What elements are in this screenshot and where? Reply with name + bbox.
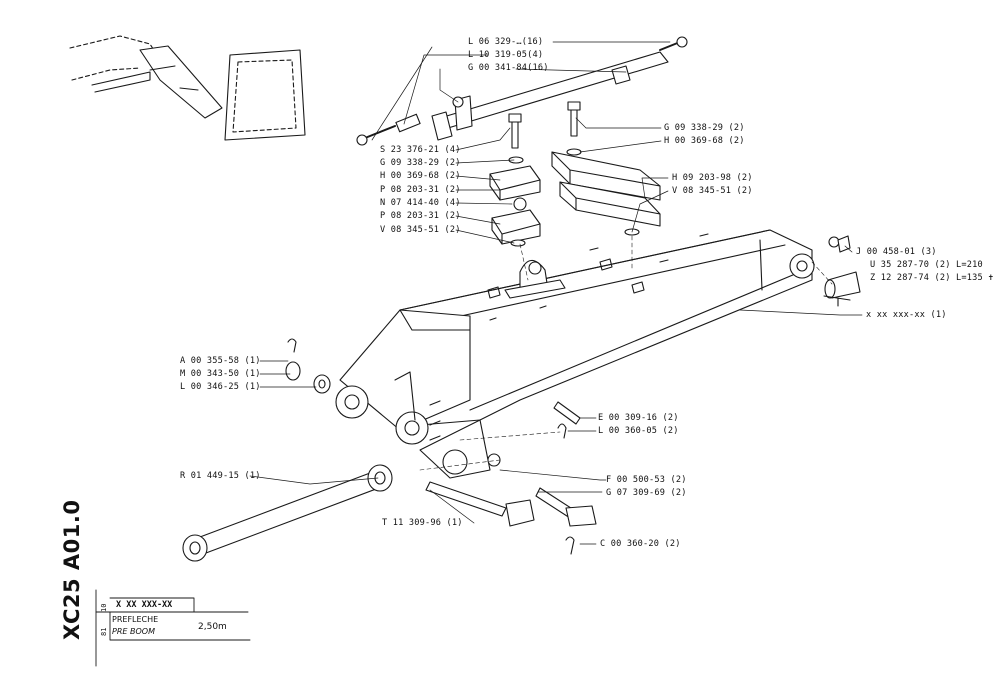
- callout-l10319: L 10 319-05(4): [468, 50, 544, 60]
- callout-g09338a: G 09 338-29 (2): [664, 123, 745, 133]
- callout-t11309: T 11 309-96 (1): [382, 518, 463, 528]
- name-french: PREFLECHE: [112, 615, 159, 624]
- callout-xboom: x xx xxx-xx (1): [866, 310, 947, 320]
- drawing-code: XC25 A01.0: [60, 499, 84, 640]
- sheet-number-2: 81: [100, 627, 108, 636]
- callout-h09203: H 09 203-98 (2): [672, 173, 753, 183]
- bolts-and-clamps: [489, 101, 661, 247]
- callout-l06329: L 06 329-…(16): [468, 37, 544, 47]
- callout-g09338b: G 09 338-29 (2): [380, 158, 461, 168]
- callout-z12287: Z 12 287-74 (2) L=135 ✝: [870, 273, 994, 283]
- callout-g07309: G 07 309-69 (2): [606, 488, 687, 498]
- callout-u35287: U 35 287-70 (2) L=210: [870, 260, 983, 270]
- callout-h00369a: H 00 369-68 (2): [664, 136, 745, 146]
- leader-lines: [249, 41, 863, 545]
- title-block: [95, 589, 251, 667]
- part-number: X XX XXX-XX: [116, 600, 173, 610]
- pre-boom-body: [335, 229, 815, 479]
- callout-s23376: S 23 376-21 (4): [380, 145, 461, 155]
- boom-size: 2,50m: [198, 622, 227, 632]
- callout-a00355: A 00 355-58 (1): [180, 356, 261, 366]
- callout-j00458: J 00 458-01 (3): [856, 247, 937, 257]
- name-english: PRE BOOM: [112, 627, 155, 636]
- bushing-parts: [823, 235, 861, 307]
- cylinder-rod: [182, 464, 393, 562]
- callout-h00369b: H 00 369-68 (2): [380, 171, 461, 181]
- callout-f00500: F 00 500-53 (2): [606, 475, 687, 485]
- clamp-tube-assembly: [356, 36, 688, 146]
- callout-e00309: E 00 309-16 (2): [598, 413, 679, 423]
- callout-m00343: M 00 343-50 (1): [180, 369, 261, 379]
- sheet-number-1: 10: [100, 603, 108, 612]
- callout-c00360: C 00 360-20 (2): [600, 539, 681, 549]
- callout-p08203b: P 08 203-31 (2): [380, 211, 461, 221]
- callout-n07414: N 07 414-40 (4): [380, 198, 461, 208]
- bottom-pins: [425, 401, 597, 555]
- callout-g00341: G 00 341-84(16): [468, 63, 549, 73]
- left-pin-parts: [285, 338, 331, 394]
- callout-l00360: L 00 360-05 (2): [598, 426, 679, 436]
- callout-l00346: L 00 346-25 (1): [180, 382, 261, 392]
- callout-p08203a: P 08 203-31 (2): [380, 185, 461, 195]
- callout-v08345a: V 08 345-51 (2): [380, 225, 461, 235]
- callout-r01449: R 01 449-15 (1): [180, 471, 261, 481]
- machine-thumbnail: [69, 35, 306, 141]
- dashed-lines: [419, 235, 833, 471]
- callout-v08345b: V 08 345-51 (2): [672, 186, 753, 196]
